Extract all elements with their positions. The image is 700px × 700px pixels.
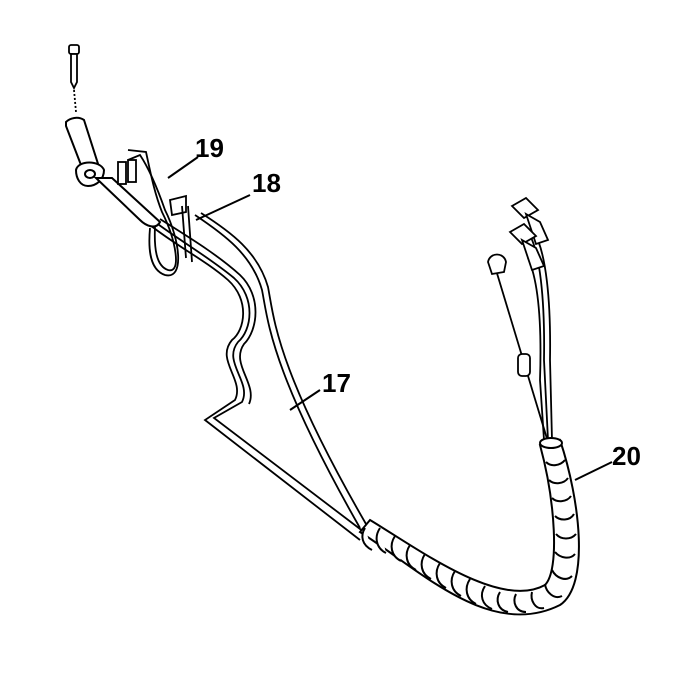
ring-terminal: [65, 116, 162, 228]
spade-connectors: [487, 196, 550, 377]
connector-19: [117, 149, 180, 277]
callout-20: 20: [612, 441, 641, 471]
screw: [68, 44, 80, 113]
connector-18: [169, 194, 193, 263]
callout-18: 18: [252, 168, 281, 198]
callout-17: 17: [322, 368, 351, 398]
leader-17: [289, 389, 321, 411]
wire-bundle: [149, 212, 367, 541]
corrugated-sleeve: [358, 437, 580, 616]
callout-19: 19: [195, 133, 224, 163]
leader-lines: [167, 156, 613, 481]
leader-19: [167, 156, 199, 179]
leader-20: [574, 461, 613, 481]
leader-18: [195, 194, 251, 221]
